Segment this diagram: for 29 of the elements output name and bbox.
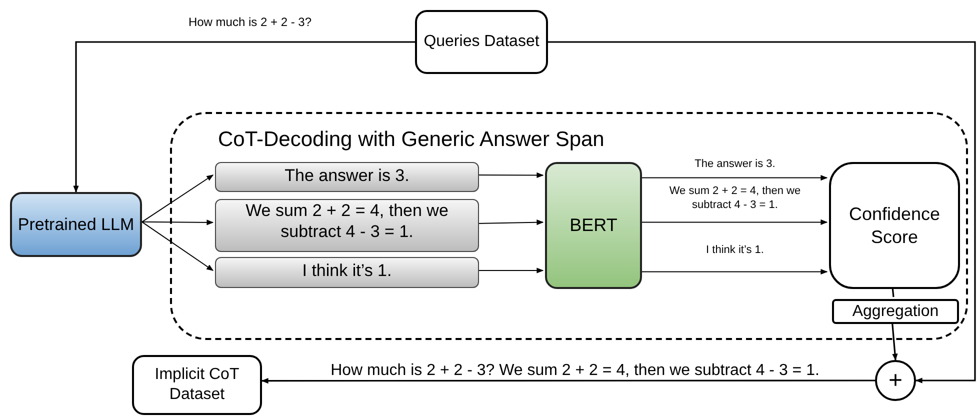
arrow bbox=[142, 221, 214, 271]
arrow bbox=[73, 41, 415, 193]
edge-label: We sum 2 + 2 = 4, then we subtract 4 - 3 = 1. bbox=[668, 185, 802, 212]
edge-label: How much is 2 + 2 - 3? bbox=[187, 14, 313, 31]
arrow bbox=[891, 322, 898, 361]
arrow bbox=[476, 172, 544, 178]
answer-box: We sum 2 + 2 = 4, then we subtract 4 - 3 = 1. bbox=[215, 199, 479, 252]
arrow bbox=[548, 41, 976, 384]
aggregation-box: Aggregation bbox=[832, 299, 959, 324]
answer-box: I think it’s 1. bbox=[215, 257, 479, 288]
edge-label: I think it’s 1. bbox=[705, 243, 765, 258]
group-title: CoT-Decoding with Generic Answer Span bbox=[218, 127, 604, 153]
arrow bbox=[142, 220, 214, 226]
dataset-box: Queries Dataset bbox=[415, 10, 548, 74]
arrow bbox=[476, 220, 544, 226]
dataset-box: Implicit CoT Dataset bbox=[132, 355, 262, 415]
arrow bbox=[261, 378, 875, 384]
arrow bbox=[640, 219, 828, 226]
score-box: Confidence Score bbox=[829, 162, 960, 289]
arrow bbox=[640, 174, 828, 181]
arrow bbox=[142, 174, 214, 222]
answer-box: The answer is 3. bbox=[215, 162, 479, 192]
arrow bbox=[640, 268, 828, 275]
edge-label: How much is 2 + 2 - 3? We sum 2 + 2 = 4, then we subtract 4 - 3 = 1. bbox=[330, 361, 820, 381]
model-box: BERT bbox=[545, 162, 642, 289]
dashed-group bbox=[170, 112, 968, 340]
edge-label: The answer is 3. bbox=[694, 157, 776, 172]
model-box: Pretrained LLM bbox=[10, 192, 142, 257]
arrow bbox=[476, 268, 544, 274]
